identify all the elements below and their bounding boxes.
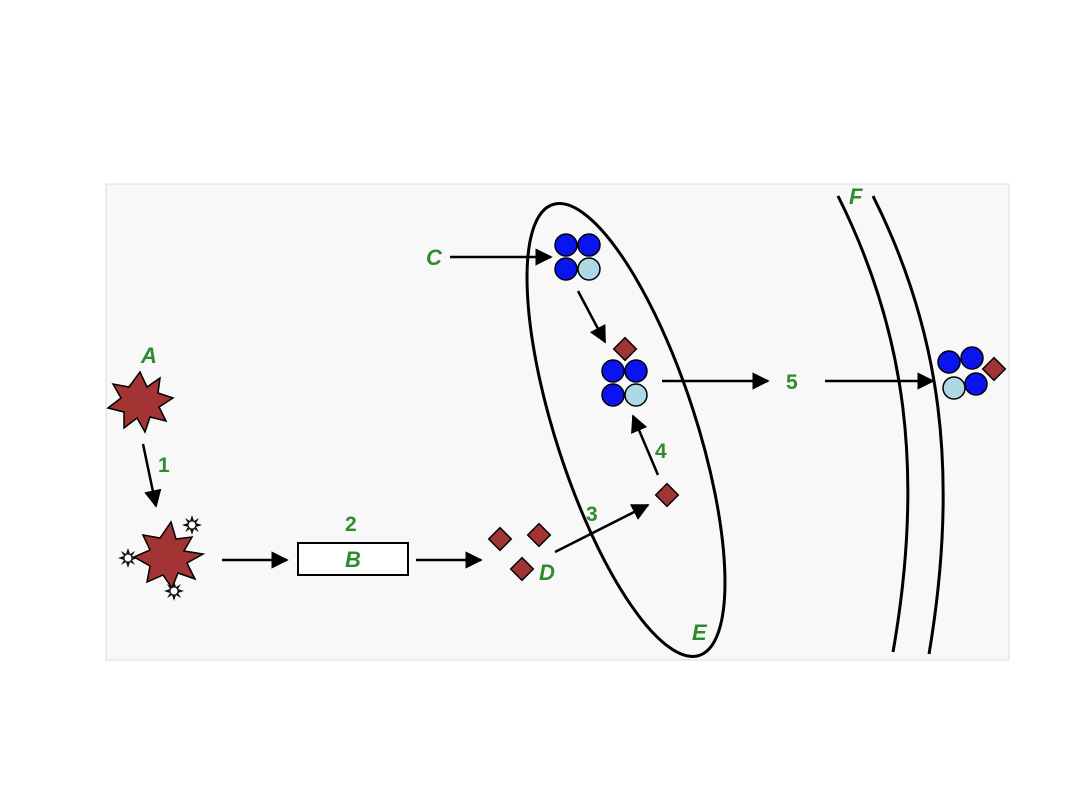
organelle-e [525,202,727,658]
panel-background [105,183,1010,661]
label-f: F [849,184,863,209]
step-5-label: 5 [786,371,798,394]
box-b [297,542,409,576]
arrow-step-4 [631,414,660,476]
membrane-f-outer [836,195,910,653]
step-1-label: 1 [158,454,170,477]
spike-left-icon [118,548,138,568]
step-2-label: 2 [345,513,357,536]
spike-bottom-icon [164,581,184,601]
diamond-attached-icon [612,336,638,362]
arrow-cluster-down [576,290,607,344]
spike-top-icon [182,515,202,535]
diamond-final-icon [981,356,1007,382]
label-b: B [345,547,361,572]
diamond-inner-icon [654,482,680,508]
label-e: E [692,620,708,645]
star-a-icon [106,370,175,434]
label-d: D [539,560,555,585]
diamond-d2-icon [526,522,552,548]
protein-cluster-1 [554,233,601,281]
membrane-f-inner [871,195,945,655]
label-c: C [426,245,443,270]
protein-cluster-final [937,346,988,400]
arrow-step-1 [141,443,162,508]
step-4-label: 4 [655,440,667,463]
diamond-d3-icon [509,556,535,582]
arrow-step-3 [554,503,650,554]
label-a: A [140,343,157,368]
diamond-d1-icon [487,526,513,552]
step-3-label: 3 [586,503,598,526]
protein-cluster-2 [601,359,648,407]
